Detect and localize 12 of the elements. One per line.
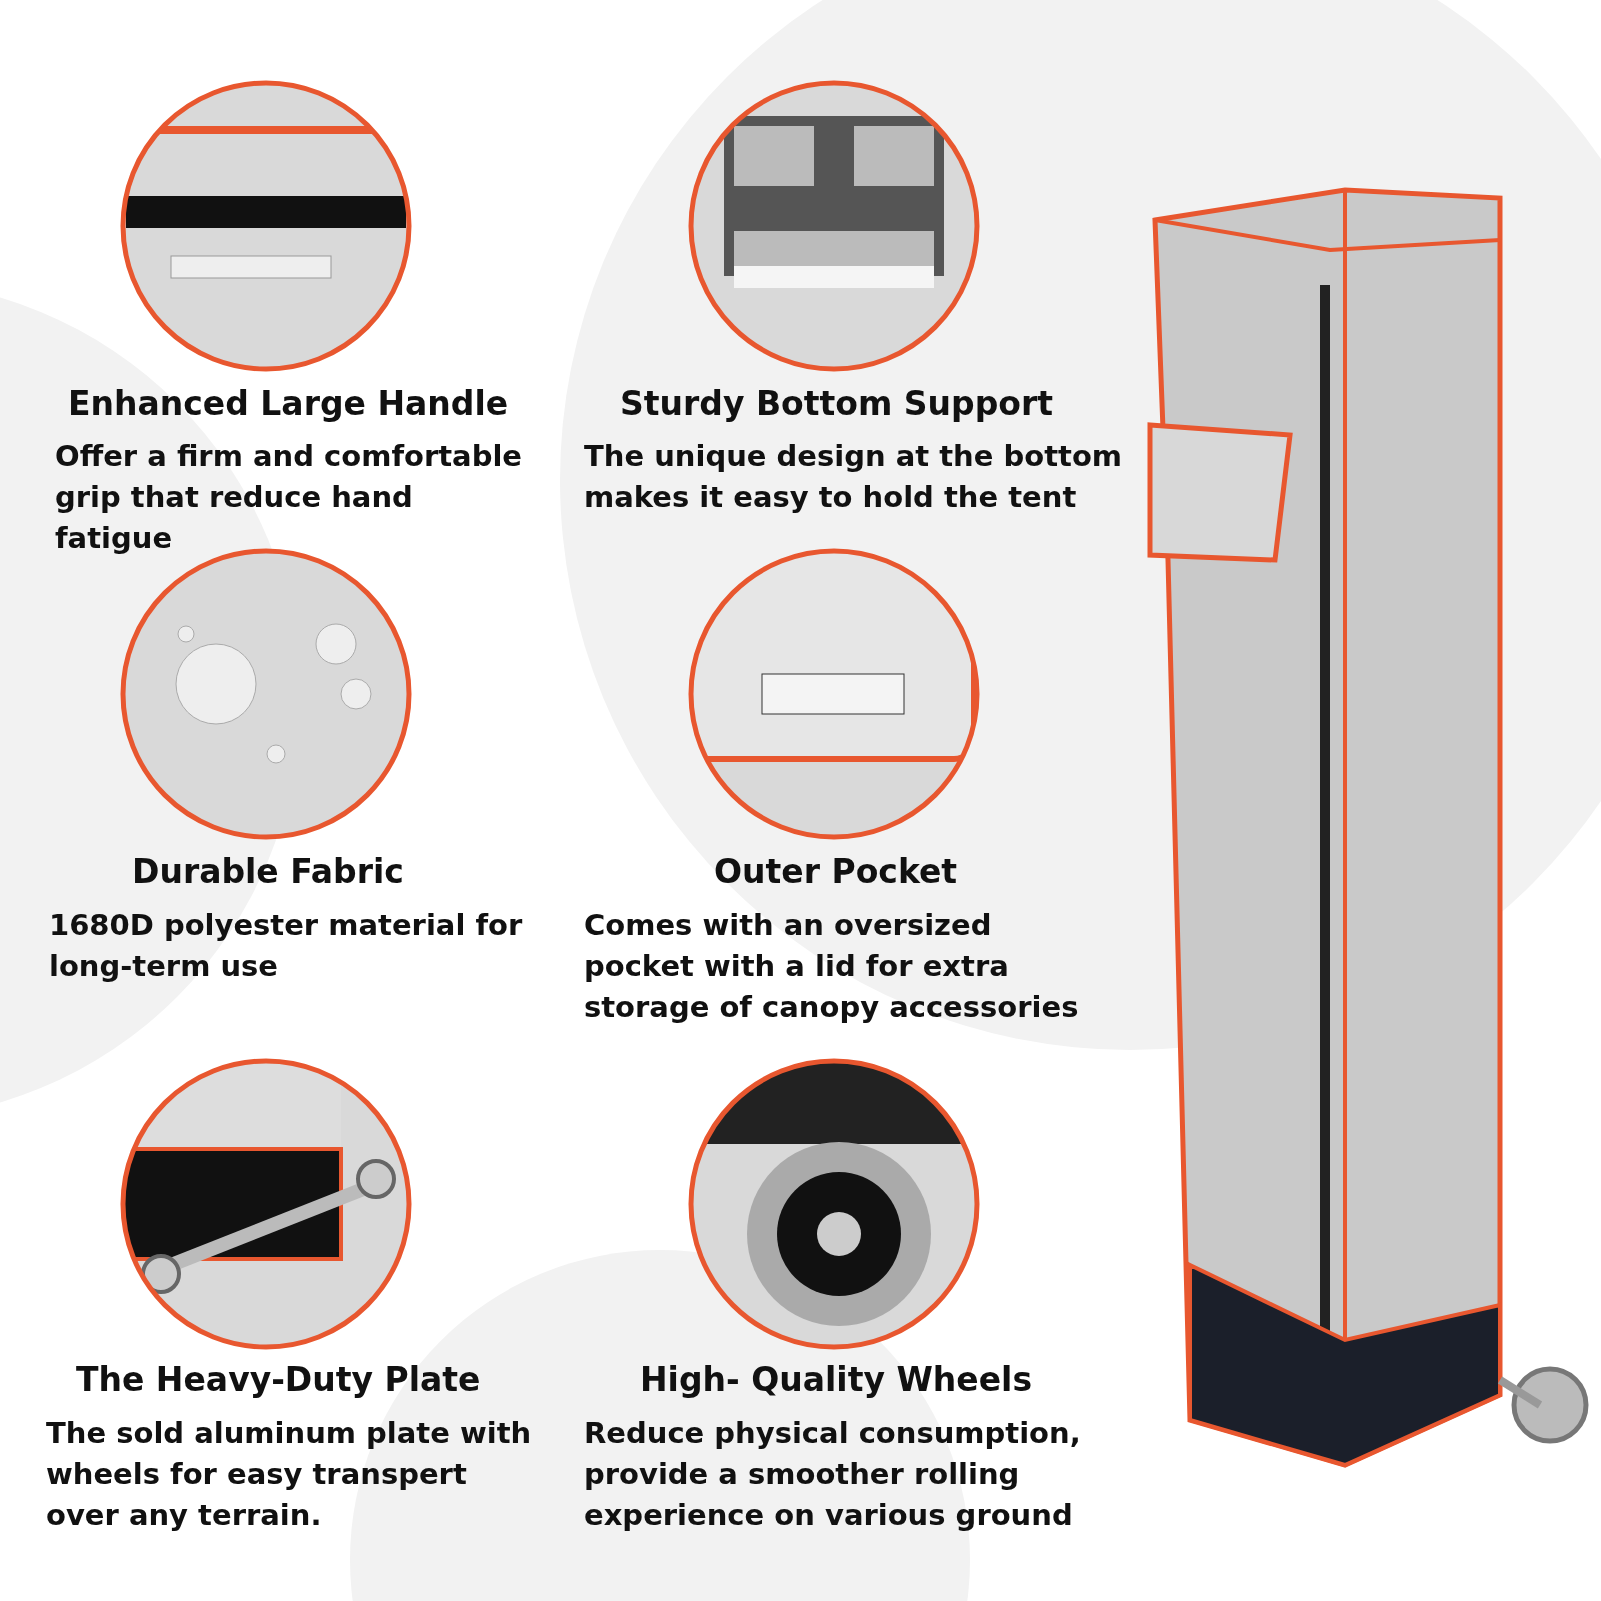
feature-heading: Enhanced Large Handle bbox=[68, 384, 509, 423]
feature-heading: The Heavy-Duty Plate bbox=[76, 1360, 481, 1399]
feature-heading: High- Quality Wheels bbox=[640, 1360, 1033, 1399]
feature-description: Offer a firm and comfortable grip that reduce hand fatigue bbox=[55, 438, 524, 557]
feature-description: Reduce physical consumption, provide a smoother rolling experience on various ground bbox=[584, 1415, 1082, 1534]
feature-description: 1680D polyester material for long-term use bbox=[49, 907, 524, 985]
feature-description: The unique design at the bottom makes it easy to hold the tent bbox=[584, 438, 1124, 516]
feature-heading: Durable Fabric bbox=[132, 852, 404, 891]
feature-heading: Outer Pocket bbox=[714, 852, 958, 891]
feature-heading: Sturdy Bottom Support bbox=[620, 384, 1054, 423]
feature-description: The sold aluminum plate with wheels for easy transpert over any terrain. bbox=[46, 1415, 533, 1534]
feature-description: Comes with an oversized pocket with a lid for extra storage of canopy accessories bbox=[584, 907, 1080, 1026]
